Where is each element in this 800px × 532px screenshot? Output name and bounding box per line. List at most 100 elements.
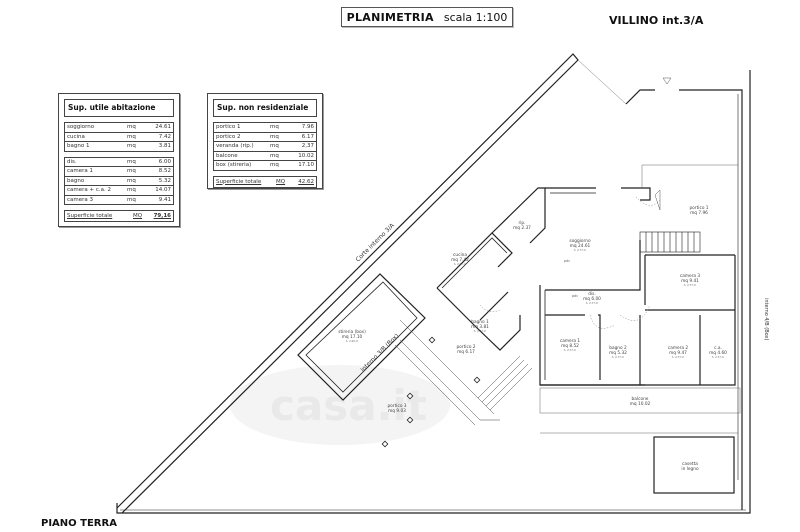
non-residential-value: 17.10 — [298, 162, 314, 168]
walls — [116, 53, 751, 514]
residential-value: 5.32 — [158, 177, 171, 184]
diagonal-outer-wall — [116, 53, 579, 514]
watermark-shadow — [230, 365, 450, 445]
entry-marker-icon — [654, 189, 661, 211]
non-residential-value: 2,37 — [301, 143, 314, 149]
casetta-outline — [653, 436, 735, 494]
residential-label: bagno 1 — [67, 143, 90, 149]
dis-top-wall — [545, 240, 641, 291]
residential-label: camera 3 — [67, 196, 94, 203]
room-name: portico 3 — [387, 403, 406, 409]
room-area: mq 7.42 — [451, 257, 469, 263]
room-label-portico1: portico 1mq 7.96 — [689, 205, 708, 216]
residential-unit: mq — [127, 133, 136, 140]
room-name: balcone — [632, 396, 649, 402]
stireria-box-walls — [297, 273, 426, 401]
room-area: mq 9.41 — [681, 278, 699, 284]
right-boundary-wall — [679, 89, 743, 510]
room-area: mq 8.52 — [561, 343, 579, 349]
column-markers — [381, 336, 481, 448]
room-name: camera 2 — [668, 345, 689, 351]
non-residential-value: 7.96 — [301, 124, 314, 130]
non-residential-value: 10.02 — [298, 152, 314, 159]
residential-unit: mq — [127, 187, 136, 193]
room-height: h. 2.40 m — [346, 339, 359, 343]
room-name: cucina — [453, 252, 467, 258]
residential-unit: mq — [127, 177, 136, 184]
camera1-bagno2-divider — [598, 314, 601, 380]
residential-label: camera 1 — [67, 168, 94, 174]
room-area: in legno — [681, 466, 699, 472]
residential-total-value: 79,16 — [153, 213, 171, 219]
rip-walls — [491, 187, 546, 244]
non-residential-total-row: Superficie totale MQ 42.62 — [213, 175, 317, 188]
non-residential-label: portico 1 — [216, 124, 241, 130]
residential-value: 8.52 — [158, 168, 171, 174]
room-area: mq 6.17 — [457, 349, 475, 355]
room-label-stireria: stireria (box)mq 17.10h. 2.40 m — [338, 329, 366, 343]
room-label-camera3: camera 3mq 9.41h. 2.77 m — [680, 273, 701, 287]
room-name: stireria (box) — [338, 329, 366, 335]
residential-unit: mq — [127, 196, 136, 203]
room-name: portico 2 — [456, 344, 475, 350]
room-area: mq 5.32 — [609, 350, 627, 356]
staircase — [639, 231, 701, 253]
room-label-bagno1: bagno 1mq 3.81h. 2.77 m — [471, 319, 489, 333]
residential-value: 6.00 — [158, 158, 171, 165]
room-label-bagno2: bagno 2mq 5.32h. 2.77 m — [609, 345, 627, 359]
residential-table-title: Sup. utile abitazione — [64, 99, 174, 117]
room-area: mq 2.37 — [513, 225, 531, 231]
residential-total-row: Superficie totale MQ 79,16 — [64, 210, 174, 222]
room-area: mq 7.96 — [690, 210, 708, 216]
non-residential-label: portico 2 — [216, 133, 241, 140]
box-interno-label: interno 3/B (Box) — [359, 332, 400, 373]
residential-label: camera + c.a. 2 — [67, 187, 112, 193]
room-area: mq 17.10 — [342, 334, 363, 340]
room-height: h. 2.77 m — [612, 355, 625, 359]
room-name: soggiorno — [569, 238, 591, 244]
non-residential-total-value: 42.62 — [298, 178, 314, 185]
non-residential-unit: mq — [270, 133, 279, 140]
room-height: h. 2.77 m — [574, 248, 587, 252]
room-name: portico 1 — [689, 205, 708, 211]
soggiorno-symbol: pdc — [564, 259, 570, 263]
residential-label: dis. — [67, 158, 77, 165]
residential-label: cucina — [67, 133, 85, 140]
residential-total-unit: MQ — [133, 213, 143, 219]
room-area: mq 10.02 — [630, 401, 651, 407]
non-residential-unit: mq — [270, 162, 279, 168]
non-residential-total-label: Superficie totale — [216, 178, 262, 185]
room-label-dis: dis.mq 6.00h. 2.77 m — [583, 291, 601, 305]
residential-value: 7.42 — [158, 133, 171, 140]
room-height: h. 2.77 m — [564, 348, 577, 352]
angled-wall-top — [625, 89, 655, 105]
room-name: camera 1 — [560, 338, 581, 344]
floor-label: PIANO TERRA — [41, 518, 117, 529]
residential-total-label: Superficie totale — [67, 213, 113, 219]
room-area: mq 3.81 — [471, 324, 489, 330]
bottom-boundary-wall — [116, 70, 751, 514]
residential-label: soggiorno — [67, 124, 95, 130]
residential-unit: mq — [127, 168, 136, 174]
non-residential-label: veranda (rip.) — [216, 143, 254, 149]
non-residential-unit: mq — [270, 152, 279, 159]
residential-value: 9.41 — [158, 196, 171, 203]
non-residential-label: balcone — [216, 152, 238, 159]
plan-scale: scala 1:100 — [443, 10, 508, 24]
room-name: c.a. — [714, 346, 722, 351]
room-label-portico2: portico 2mq 6.17 — [456, 344, 475, 355]
residential-row: camera 3 mq 9.41 — [65, 196, 173, 205]
